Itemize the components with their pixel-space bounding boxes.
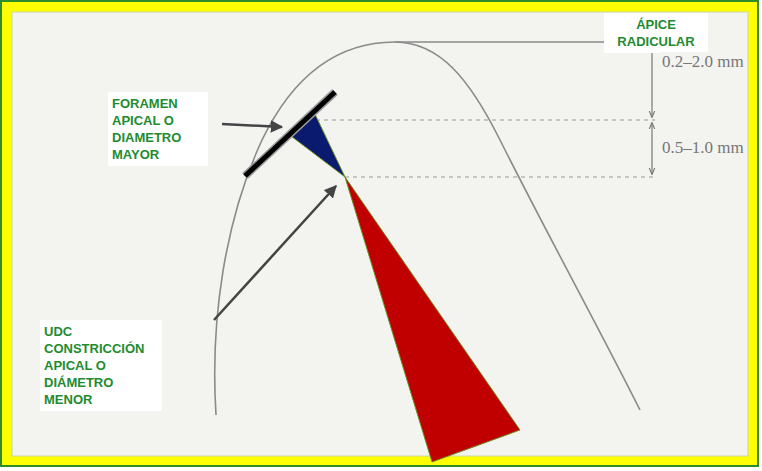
dimension-arrow [651,123,652,174]
label-box: UDC CONSTRICCIÓN APICAL O DIÁMETRO MENOR [40,320,162,411]
label-box: ÁPICE RADICULAR [604,13,708,53]
foramen-cone [287,110,345,177]
constriction-level-line [345,176,655,177]
label-text: FORAMEN APICAL O DIAMETRO MAYOR [112,95,204,163]
dimension-label: 0.2–2.0 mm [660,52,746,72]
dimension-arrow [651,45,652,117]
foramen-bar-shadow [245,92,335,176]
foramen-level-line [300,119,655,120]
foramen-bar [245,92,335,176]
label-text: UDC CONSTRICCIÓN APICAL O DIÁMETRO MENOR [44,323,158,408]
label-box: FORAMEN APICAL O DIAMETRO MAYOR [108,92,208,166]
dimension-label: 0.5–1.0 mm [660,138,746,158]
leader-arrow [214,186,336,320]
label-text: ÁPICE RADICULAR [608,16,704,50]
canal-cone [345,177,520,462]
leader-arrow [222,124,282,127]
